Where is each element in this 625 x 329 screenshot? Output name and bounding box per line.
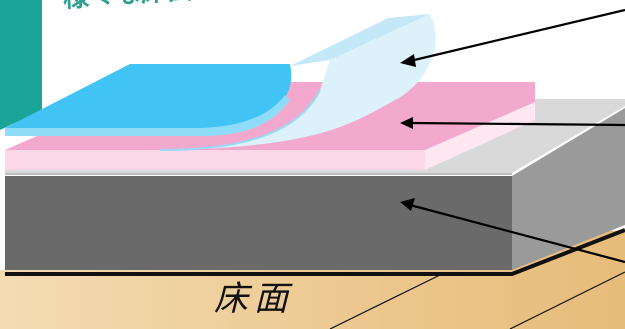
- banner-strip: [0, 0, 42, 130]
- base-layer-front: [5, 150, 425, 170]
- peel-sheet-tip: [290, 14, 430, 66]
- floor-contact-line: [5, 228, 625, 276]
- arrow-line-substrate: [409, 203, 625, 264]
- callout-arrows: [409, 8, 625, 264]
- top-film: [5, 64, 292, 132]
- peel-sheet-edge: [159, 89, 321, 151]
- arrow-head-film: [400, 54, 416, 67]
- floor-line-2: [509, 271, 625, 329]
- peel-sheet: [160, 14, 436, 150]
- substrate-side: [512, 108, 625, 270]
- base-layer-side: [425, 102, 535, 170]
- floor-line-1: [329, 274, 441, 329]
- arrow-heads: [400, 54, 416, 211]
- arrow-head-substrate: [400, 198, 415, 211]
- arrow-line-film: [409, 8, 625, 63]
- top-film-front-edge: [5, 95, 290, 136]
- arrow-head-adhesive: [400, 117, 413, 129]
- substrate-front: [5, 176, 512, 270]
- floor-label: 床面: [214, 279, 294, 319]
- arrow-line-adhesive: [409, 121, 625, 127]
